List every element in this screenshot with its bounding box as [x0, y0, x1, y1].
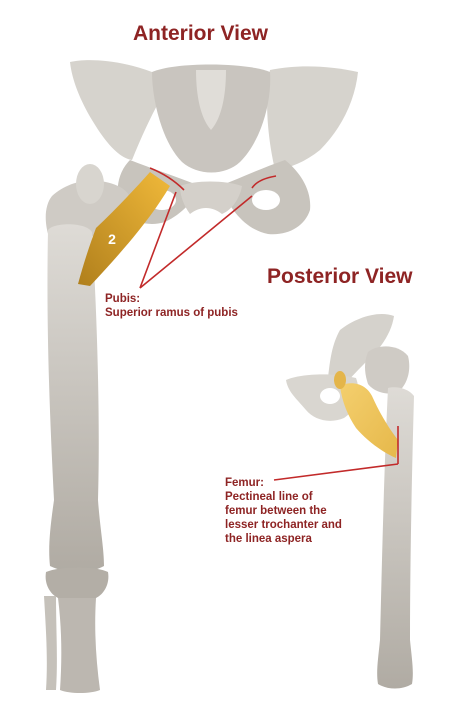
pointer-line-left — [139, 191, 177, 289]
femur-label-line: the linea aspera — [225, 533, 312, 545]
muscle-number: 2 — [108, 231, 116, 247]
origin-outline-left — [149, 167, 185, 191]
origin-outline-right — [251, 175, 277, 189]
posterior-femur — [365, 346, 414, 689]
femur-shaft — [47, 224, 104, 572]
pubic-symphysis — [180, 181, 242, 214]
posterior-view-title: Posterior View — [267, 265, 413, 288]
tibia-head — [45, 567, 109, 598]
anterior-view-title: Anterior View — [133, 22, 268, 45]
right-obturator-foramen — [252, 190, 280, 210]
femur-label-line: Pectineal line of — [225, 491, 313, 503]
pubis-annotation-lines — [139, 167, 277, 289]
pubis-label-heading: Pubis: — [105, 293, 141, 305]
pectineus-muscle-posterior — [340, 383, 398, 458]
femur-label-line: lesser trochanter and — [225, 519, 342, 531]
sacrum-notch — [196, 70, 226, 130]
fibula — [44, 596, 57, 690]
anterior-femur — [44, 164, 131, 693]
posterior-obturator-foramen — [320, 388, 340, 404]
femur-greater-trochanter — [76, 164, 104, 204]
posterior-femur-head — [365, 346, 410, 394]
left-ilium — [70, 60, 160, 160]
right-ilium — [267, 66, 358, 170]
posterior-femur-shaft — [377, 387, 414, 689]
femur-label: Femur: Pectineal line of femur between t… — [225, 476, 425, 546]
femur-label-line: femur between the — [225, 505, 327, 517]
posterior-muscle-small — [334, 371, 346, 389]
pectineus-muscle-anterior — [78, 172, 170, 286]
pointer-line-right — [139, 195, 253, 289]
femur-annotation-lines — [273, 426, 399, 481]
pubis-label-line: Superior ramus of pubis — [105, 307, 238, 319]
femur-label-heading: Femur: — [225, 477, 264, 489]
pubis-label: Pubis: Superior ramus of pubis — [105, 292, 305, 320]
posterior-ilium — [328, 313, 394, 386]
tibia-shaft — [58, 598, 100, 693]
pointer-line-femur — [273, 463, 399, 481]
